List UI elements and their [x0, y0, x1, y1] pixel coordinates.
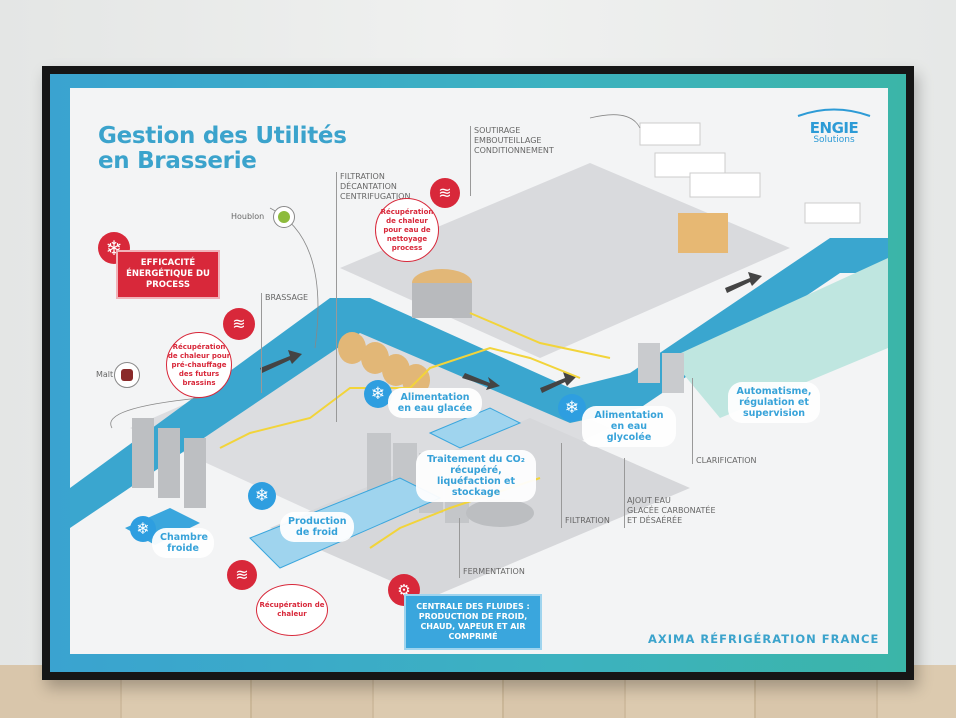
heat-icon: ≋ — [227, 560, 257, 590]
flow-arrow — [260, 350, 302, 373]
label-fermentation: FERMENTATION — [463, 567, 525, 576]
hop-icon — [273, 206, 295, 228]
label-clarification: CLARIFICATION — [696, 456, 757, 465]
isometric-plant-illustration — [70, 114, 888, 598]
label-brassage: BRASSAGE — [265, 293, 309, 302]
heat-recovery-preheating: Récupération de chaleur pour pré-chauffa… — [166, 332, 232, 398]
control-room-floor — [670, 258, 888, 418]
grain-silos — [132, 418, 206, 508]
callout-cold-room: Chambre froide — [152, 528, 214, 558]
brand-name: ENGIE — [809, 119, 859, 137]
snowflake-icon: ❄ — [364, 380, 392, 408]
label-malt: Malt — [96, 370, 114, 379]
snowflake-icon: ❄ — [558, 394, 586, 422]
label-filtration: FILTRATION — [565, 516, 610, 525]
clarification-tanks — [638, 343, 684, 393]
flow-arrow — [725, 272, 762, 293]
snowflake-icon: ❄ — [130, 516, 156, 542]
label-ajout-eau: AJOUT EAU GLACÉE CARBONATÉE ET DÉSAÉRÉE — [627, 496, 716, 526]
heat-icon: ≋ — [223, 308, 255, 340]
co2-storage-tank — [466, 499, 534, 527]
flow-arrow — [540, 372, 577, 393]
poster: Gestion des Utilités en Brasserie ENGIE … — [70, 88, 888, 654]
stage-line: GLACÉE CARBONATÉE — [627, 506, 716, 515]
heat-icon: ≋ — [430, 178, 460, 208]
brand-sub: Solutions — [813, 135, 855, 145]
title-line-1: Gestion des Utilités — [98, 123, 347, 149]
stage-line: FILTRATION — [340, 172, 385, 181]
trucks — [639, 122, 861, 224]
page-title: Gestion des Utilités en Brasserie — [98, 124, 347, 174]
footer-brand: AXIMA RÉFRIGÉRATION FRANCE — [648, 632, 880, 646]
pallets — [678, 213, 728, 253]
flow-arrow — [462, 373, 500, 390]
callout-glycol-water: Alimentation en eau glycolée — [582, 406, 676, 447]
stage-line: ET DÉSAÉRÉE — [627, 516, 683, 525]
label-houblon: Houblon — [231, 212, 265, 221]
stage-line: CENTRIFUGATION — [340, 192, 411, 201]
label-soutirage: SOUTIRAGE EMBOUTEILLAGE CONDITIONNEMENT — [474, 126, 554, 156]
efficiency-box: EFFICACITÉ ÉNERGÉTIQUE DU PROCESS — [116, 250, 220, 299]
stage-line: DÉCANTATION — [340, 182, 397, 191]
stage-line: CONDITIONNEMENT — [474, 146, 554, 155]
label-filtration-decantation: FILTRATION DÉCANTATION CENTRIFUGATION — [340, 172, 410, 202]
callout-cold-production: Production de froid — [280, 512, 354, 542]
engie-arc-icon — [797, 108, 871, 117]
heat-recovery: Récupération de chaleur — [256, 584, 328, 636]
snowflake-icon: ❄ — [248, 482, 276, 510]
callout-automation: Automatisme, régulation et supervision — [728, 382, 820, 423]
engie-logo: ENGIE Solutions — [796, 102, 872, 145]
central-fluids-box: CENTRALE DES FLUIDES : PRODUCTION DE FRO… — [404, 594, 542, 650]
stage-line: AJOUT EAU — [627, 496, 671, 505]
stage-line: SOUTIRAGE — [474, 126, 521, 135]
heat-recovery-cleaning: Récupération de chaleur pour eau de nett… — [375, 198, 439, 262]
callout-co2: Traitement du CO₂ récupéré, liquéfaction… — [416, 450, 536, 502]
title-line-2: en Brasserie — [98, 148, 257, 174]
snowflake-heat-icon: ❄ — [98, 232, 130, 264]
callout-chilled-water: Alimentation en eau glacée — [388, 388, 482, 418]
brew-tanks — [338, 332, 430, 396]
stage-line: EMBOUTEILLAGE — [474, 136, 542, 145]
malt-sacks-icon — [114, 362, 140, 388]
